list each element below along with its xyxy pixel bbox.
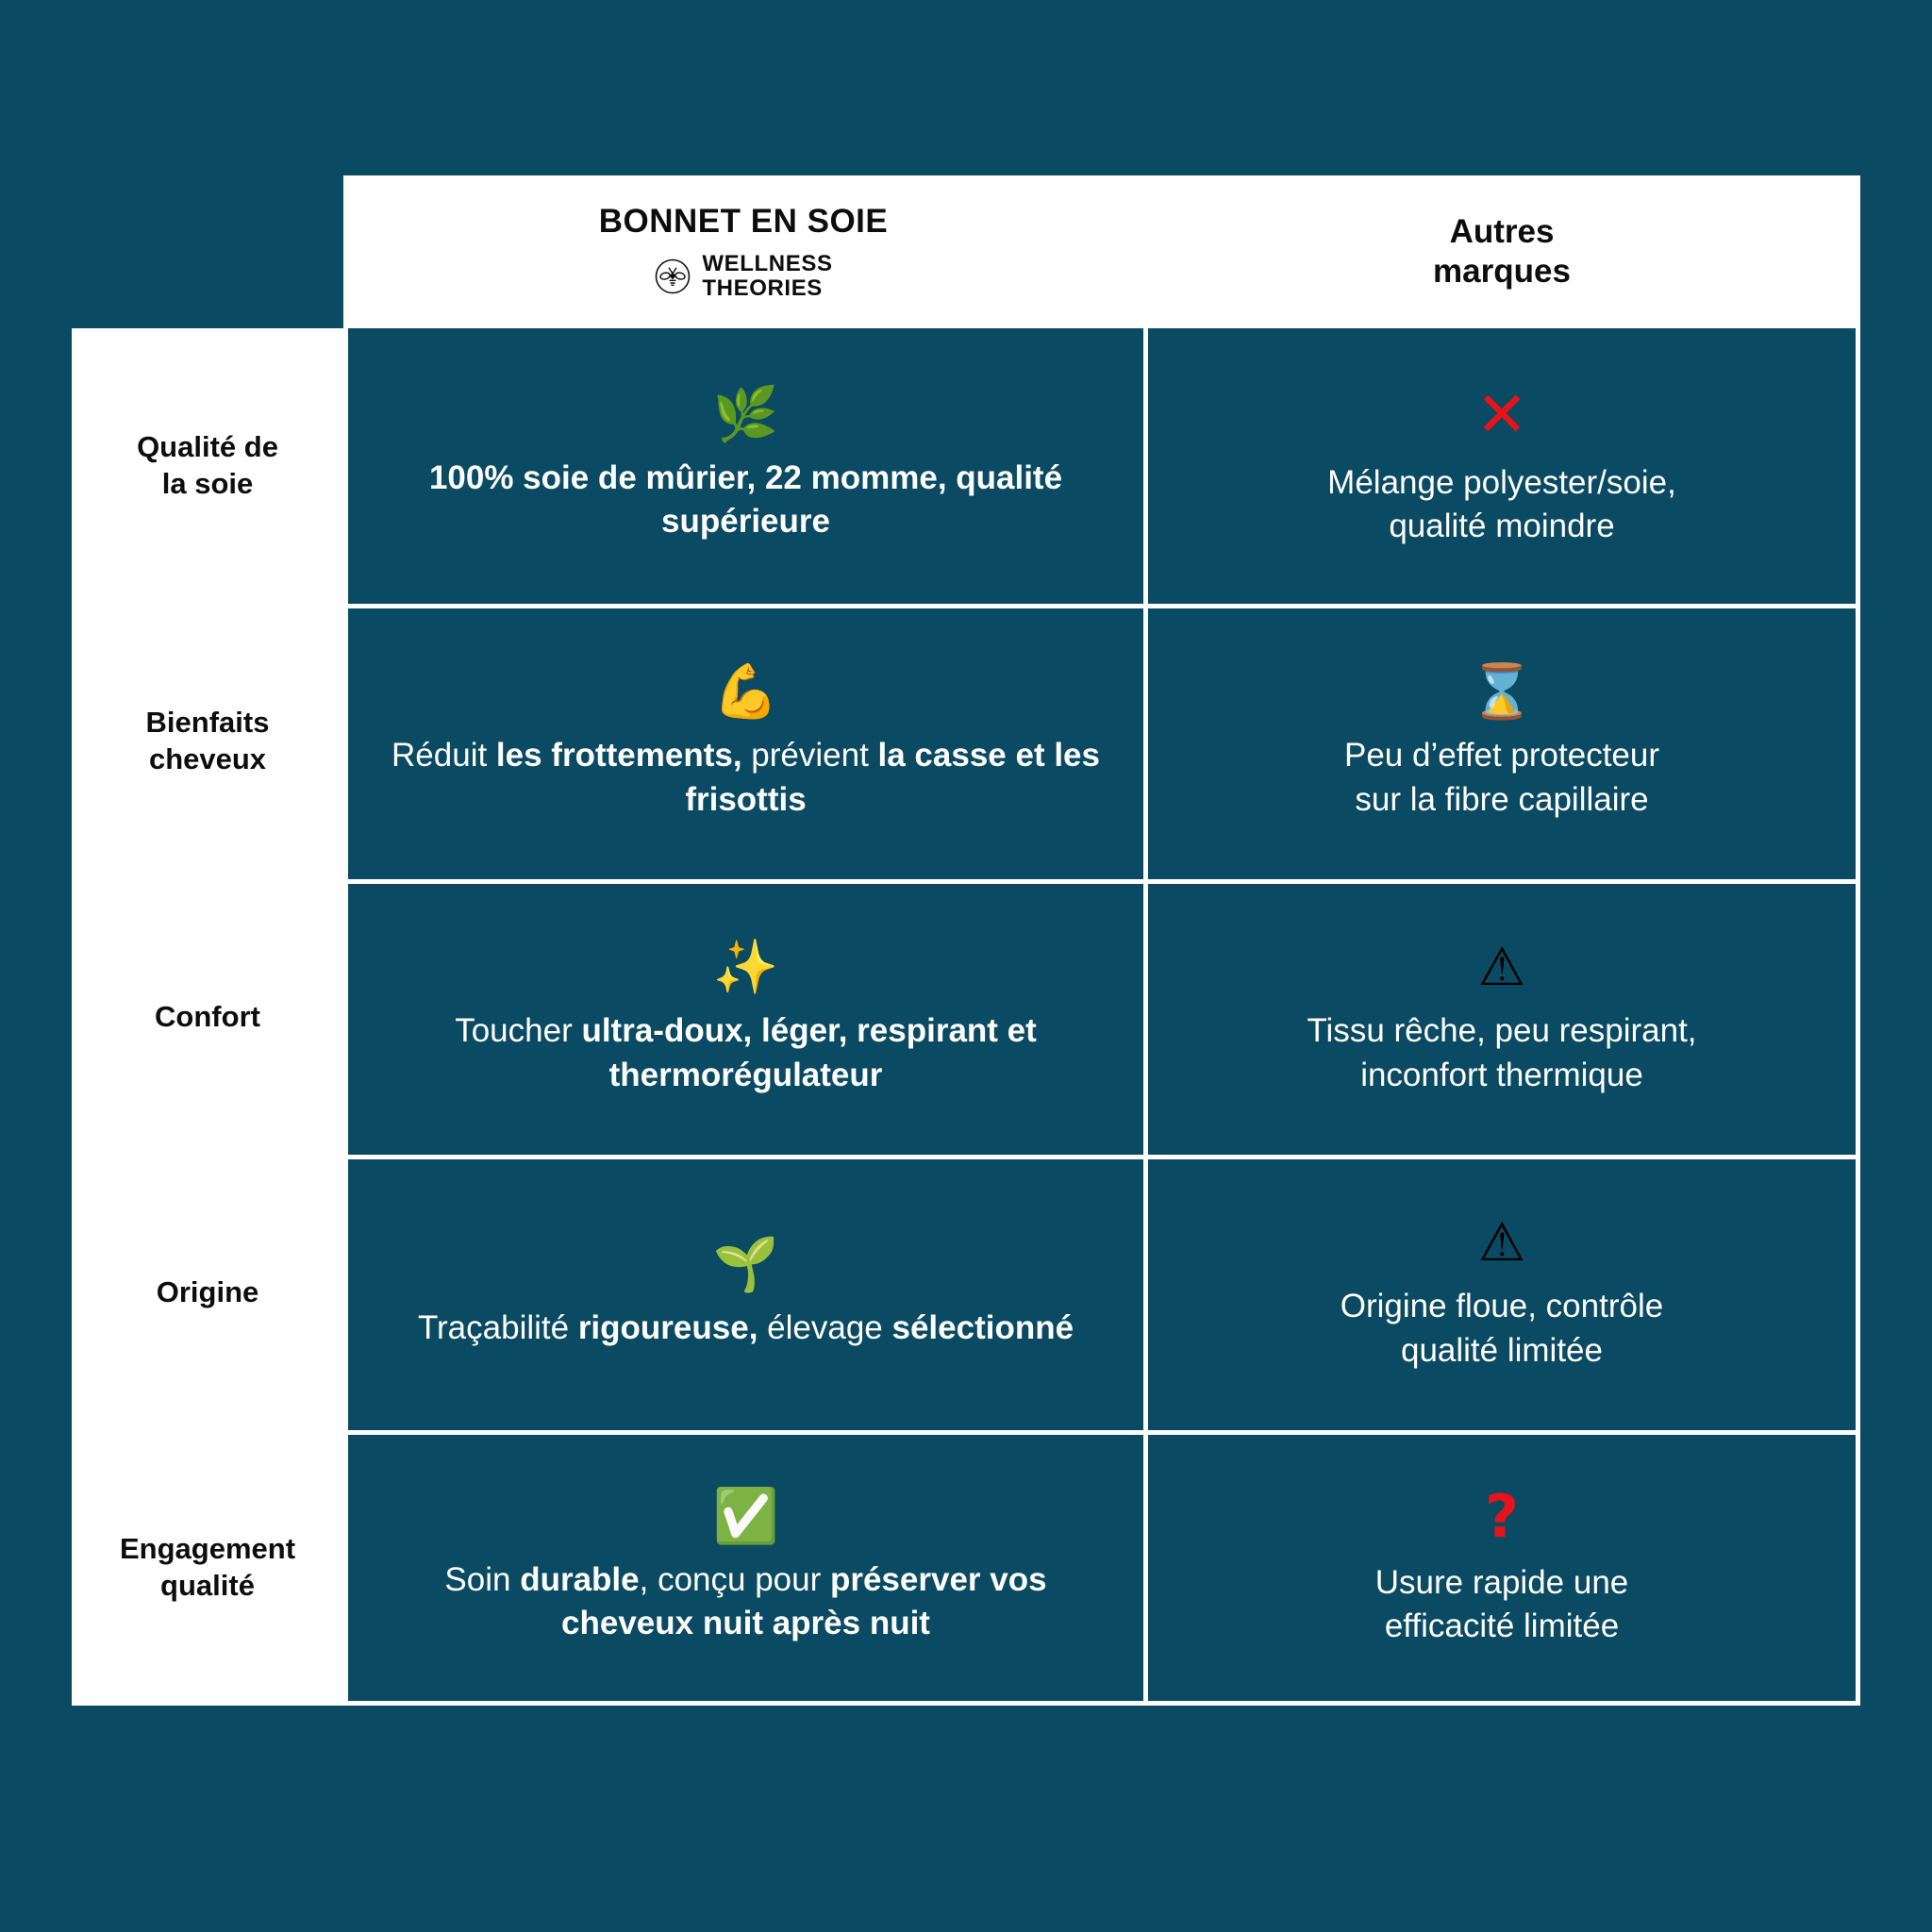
header-column-ours: BONNET EN SOIE WELLNESS THEORIES [343, 175, 1143, 328]
row-label-qualite-de-la-soie: Qualité de la soie [72, 328, 343, 604]
text-segment: ultra-doux, léger, respirant et thermoré… [581, 1012, 1037, 1093]
cell-theirs-text-4: Origine floue, contrôle qualité limitée [1340, 1288, 1664, 1369]
cell-theirs-origine: ⚠ Origine floue, contrôle qualité limité… [1143, 1155, 1860, 1430]
cell-theirs-qualite-de-la-soie: ✕ Mélange polyester/soie, qualité moindr… [1143, 328, 1860, 604]
cell-theirs-text-1: Mélange polyester/soie, qualité moindre [1327, 463, 1676, 544]
text-segment: la casse et les frisottis [685, 737, 1100, 818]
text-segment: Toucher [455, 1012, 582, 1050]
text-segment: Soin [444, 1560, 521, 1598]
row-label-bienfaits-cheveux: Bienfaits cheveux [72, 604, 343, 879]
warning-sign-emoji: ⚠ [1477, 1212, 1526, 1274]
bee-logo-icon [656, 258, 691, 294]
cell-ours-text-1: 100% soie de mûrier, 22 momme, qualité s… [380, 457, 1111, 543]
text-segment: les frottements, [495, 737, 742, 774]
brand-lockup: WELLNESS THEORIES [654, 252, 832, 300]
red-cross-mark-icon: ✕ [1475, 377, 1528, 451]
cell-ours-text-5: Soin durable, conçu pour préserver vos c… [380, 1558, 1111, 1645]
text-segment: Réduit [391, 737, 496, 774]
cell-theirs-engagement-qualite: ? Usure rapide une efficacité limitée [1143, 1430, 1860, 1706]
header-column-theirs: Autres marques [1143, 175, 1860, 328]
row-label-origine: Origine [72, 1155, 343, 1430]
cell-ours-qualite-de-la-soie: 🌿 100% soie de mûrier, 22 momme, qualité… [343, 328, 1143, 604]
cell-theirs-confort: ⚠ Tissu rêche, peu respirant, inconfort … [1143, 879, 1860, 1155]
header-label-spacer [72, 175, 343, 328]
row-label-engagement-qualite: Engagement qualité [72, 1430, 343, 1706]
text-segment: durable [520, 1560, 640, 1598]
cell-ours-text-3: Toucher ultra-doux, léger, respirant et … [380, 1009, 1111, 1096]
cell-theirs-text-2: Peu d’effet protecteur sur la fibre capi… [1343, 737, 1660, 818]
brand-line-2: THEORIES [702, 275, 823, 301]
text-segment: , conçu pour [639, 1560, 830, 1598]
red-question-mark-icon: ? [1485, 1481, 1519, 1551]
cell-theirs-text-3: Tissu rêche, peu respirant, inconfort th… [1307, 1012, 1697, 1093]
brand-line-1: WELLNESS [702, 251, 833, 277]
header-ours-title: BONNET EN SOIE [598, 202, 889, 240]
brand-wordmark: WELLNESS THEORIES [702, 252, 832, 300]
row-label-confort: Confort [72, 879, 343, 1155]
cell-ours-confort: ✨ Toucher ultra-doux, léger, respirant e… [343, 879, 1143, 1155]
text-segment: préserver vos cheveux nuit après nuit [561, 1560, 1047, 1641]
cell-ours-text-2: Réduit les frottements, prévient la cass… [380, 734, 1111, 821]
header-theirs-title: Autres marques [1433, 213, 1571, 290]
flexed-biceps-emoji: 💪 [712, 661, 779, 724]
seedling-emoji: 🌱 [712, 1234, 779, 1296]
hourglass-emoji: ⌛ [1469, 661, 1535, 724]
text-segment: Traçabilité [417, 1309, 578, 1347]
cell-theirs-text-5: Usure rapide une efficacité limitée [1374, 1563, 1629, 1644]
comparison-table: BONNET EN SOIE WELLNESS THEORIES [72, 175, 1860, 1713]
white-check-mark-emoji: ✅ [712, 1485, 779, 1547]
text-segment: élevage [758, 1309, 892, 1347]
text-segment: rigoureuse, [577, 1309, 758, 1347]
cell-ours-bienfaits-cheveux: 💪 Réduit les frottements, prévient la ca… [343, 604, 1143, 879]
text-segment: 100% soie de mûrier, 22 momme, qualité s… [428, 458, 1063, 540]
herb-emoji: 🌿 [712, 383, 779, 445]
sparkles-emoji: ✨ [712, 937, 779, 999]
cell-ours-origine: 🌱 Traçabilité rigoureuse, élevage sélect… [343, 1155, 1143, 1430]
cell-theirs-bienfaits-cheveux: ⌛ Peu d’effet protecteur sur la fibre ca… [1143, 604, 1860, 879]
text-segment: sélectionné [891, 1309, 1074, 1347]
warning-sign-emoji: ⚠ [1477, 937, 1526, 999]
text-segment: prévient [741, 737, 878, 774]
cell-ours-engagement-qualite: ✅ Soin durable, conçu pour préserver vos… [343, 1430, 1143, 1706]
cell-ours-text-4: Traçabilité rigoureuse, élevage sélectio… [418, 1307, 1074, 1350]
